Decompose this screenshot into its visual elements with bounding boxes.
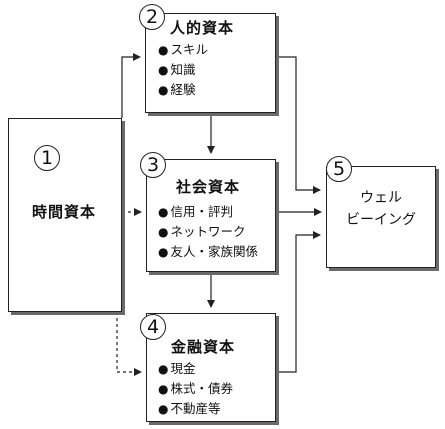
list-item: 株式・債券 (158, 379, 233, 399)
financial-capital-items: 現金 株式・債券 不動産等 (158, 359, 233, 419)
time-capital-box (8, 118, 122, 312)
list-item: 現金 (158, 359, 233, 379)
wellbeing-label: ウェル ビーイング (326, 187, 436, 231)
arrow-time-to-financial (116, 312, 142, 376)
wellbeing-box (326, 166, 436, 268)
social-capital-title: 社会資本 (176, 178, 241, 196)
human-capital-title: 人的資本 (170, 19, 235, 37)
list-item: ネットワーク (158, 222, 258, 242)
list-item: 友人・家族関係 (158, 242, 258, 262)
list-item: 経験 (158, 80, 208, 100)
node-number-4: 4 (140, 314, 166, 340)
arrow-time-to-human (121, 53, 141, 118)
node-number-2: 2 (139, 4, 165, 30)
financial-capital-title: 金融資本 (171, 338, 236, 356)
node-number-1: 1 (34, 145, 60, 171)
time-capital-title: 時間資本 (32, 203, 97, 221)
node-number-5: 5 (326, 156, 352, 182)
human-capital-items: スキル 知識 経験 (158, 40, 208, 100)
list-item: 不動産等 (158, 399, 233, 419)
list-item: スキル (158, 40, 208, 60)
arrow-human-to-wellbeing (276, 56, 321, 194)
social-capital-items: 信用・評判 ネットワーク 友人・家族関係 (158, 202, 258, 262)
node-number-3: 3 (140, 152, 166, 178)
wellbeing-label-line-1: ウェル (360, 190, 402, 206)
wellbeing-label-line-2: ビーイング (346, 212, 416, 228)
list-item: 信用・評判 (158, 202, 258, 222)
list-item: 知識 (158, 60, 208, 80)
arrow-financial-to-wellbeing (276, 231, 321, 373)
